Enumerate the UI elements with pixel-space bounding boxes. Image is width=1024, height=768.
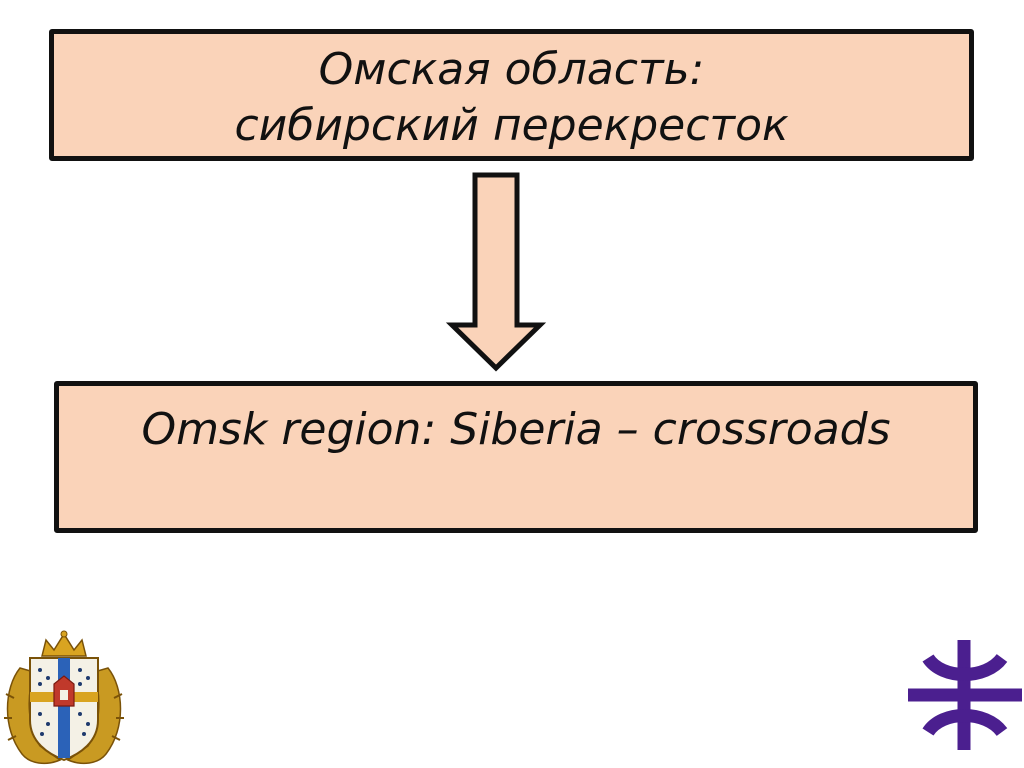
title-line-2: сибирский перекресток	[234, 100, 789, 151]
organization-logo-icon	[908, 640, 1022, 750]
down-arrow-shape	[445, 172, 547, 372]
title-line-1: Омская область:	[318, 44, 705, 95]
title-box-english: Omsk region: Siberia – crossroads	[54, 381, 978, 533]
title-box-russian: Омская область: сибирский перекресток	[49, 29, 974, 161]
english-title: Omsk region: Siberia – crossroads	[141, 404, 891, 455]
down-arrow	[445, 172, 547, 372]
coat-of-arms-icon	[4, 630, 124, 765]
